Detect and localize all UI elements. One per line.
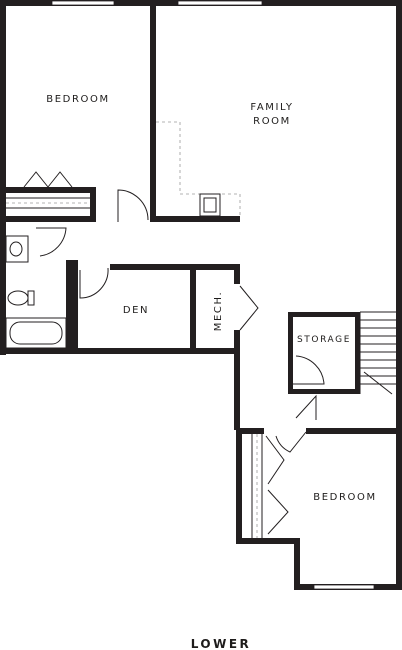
window-bedroom-lower bbox=[313, 584, 375, 590]
door-mech bbox=[239, 285, 259, 331]
windows bbox=[51, 0, 375, 590]
wall-storage-top bbox=[288, 312, 360, 317]
vanity bbox=[5, 235, 29, 263]
wall-mech-right-bottom bbox=[234, 330, 240, 430]
bathtub bbox=[5, 317, 67, 349]
wall-bedroom-family bbox=[150, 0, 156, 222]
door-bath bbox=[36, 227, 67, 257]
wall-lower-bedroom-top-left bbox=[236, 428, 264, 434]
closet-lower-bedroom bbox=[251, 434, 289, 538]
wall-lower-bedroom-left bbox=[236, 428, 242, 544]
doors bbox=[36, 189, 325, 453]
room-label-storage: STORAGE bbox=[297, 335, 351, 345]
wall-lower-bedroom-top-right bbox=[306, 428, 402, 434]
family-room-dashed-area bbox=[156, 121, 241, 217]
wall-family-bottom bbox=[150, 216, 240, 222]
bathtub-basin bbox=[9, 321, 63, 345]
door-bedroom-upper bbox=[117, 189, 149, 222]
wall-bedroom-closet-right bbox=[90, 187, 96, 222]
wall-bedroom-bottom bbox=[0, 216, 96, 222]
room-label-den: DEN bbox=[123, 305, 149, 316]
wall-left bbox=[0, 0, 6, 355]
wall-lower-bedroom-left-lower bbox=[294, 538, 300, 590]
wall-den-mech bbox=[190, 264, 196, 354]
wall-storage-right bbox=[355, 312, 360, 394]
wall-den-bottom bbox=[72, 348, 240, 354]
wall-mech-right-top bbox=[234, 264, 240, 284]
wall-storage-bottom bbox=[288, 389, 360, 394]
room-label-family-room-line1: FAMILY bbox=[250, 102, 293, 113]
wall-storage-left bbox=[288, 312, 293, 394]
door-den bbox=[79, 267, 109, 299]
window-family-room bbox=[177, 0, 263, 6]
closet-upper-bedroom bbox=[6, 171, 90, 209]
toilet-tank bbox=[27, 290, 35, 306]
floor-label: LOWER bbox=[191, 637, 252, 650]
wall-den-left bbox=[72, 260, 78, 354]
toilet-bowl bbox=[7, 290, 29, 306]
room-label-mech: MECH. bbox=[213, 291, 224, 331]
door-storage bbox=[293, 355, 325, 385]
sink bbox=[9, 241, 23, 257]
window-bedroom-upper bbox=[51, 0, 115, 6]
door-hall bbox=[295, 394, 317, 420]
wall-right bbox=[396, 0, 402, 590]
wall-bedroom-closet-top bbox=[0, 187, 96, 193]
room-label-bedroom-lower: BEDROOM bbox=[313, 492, 376, 503]
room-label-bedroom-upper: BEDROOM bbox=[46, 94, 109, 105]
sump bbox=[199, 193, 221, 217]
wall-lower-bedroom-step bbox=[236, 538, 300, 544]
wall-bath-right bbox=[66, 260, 72, 354]
wall-den-top bbox=[110, 264, 240, 270]
door-bedroom-lower bbox=[275, 431, 307, 453]
stairs bbox=[359, 311, 396, 395]
wall-bath-bottom bbox=[0, 348, 72, 354]
bathroom-fixtures bbox=[5, 235, 67, 349]
room-label-family-room-line2: ROOM bbox=[253, 116, 291, 127]
